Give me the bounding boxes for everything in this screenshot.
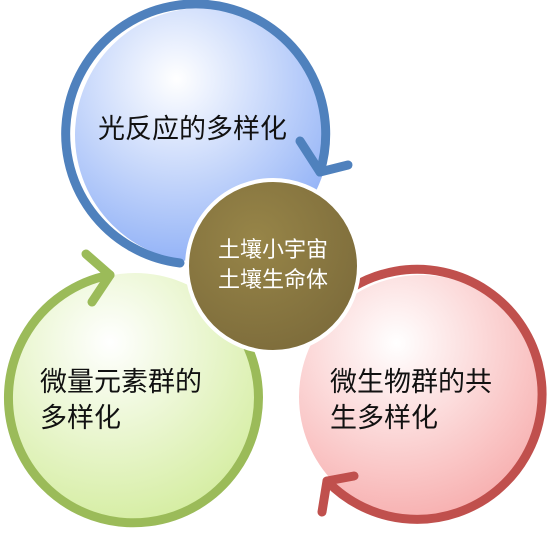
left-cycle-label-line1: 微量元素群的 xyxy=(40,367,202,398)
right-cycle-arrowhead xyxy=(317,471,359,517)
right-cycle xyxy=(299,264,547,524)
center-label-line1: 土壤小宇宙 xyxy=(217,238,328,263)
center-label-line2: 土壤生命体 xyxy=(217,268,328,293)
left-cycle-label-line2: 多样化 xyxy=(40,403,121,434)
left-cycle-disc xyxy=(11,273,259,521)
left-cycle-ring xyxy=(3,270,263,528)
top-cycle-ring xyxy=(61,0,331,268)
top-cycle-arrowhead xyxy=(295,136,353,177)
right-cycle-label-line1: 微生物群的共 xyxy=(330,367,492,398)
center-label: 土壤小宇宙 土壤生命体 xyxy=(198,236,348,296)
center-circle xyxy=(185,178,361,354)
right-cycle-ring xyxy=(322,264,547,524)
right-cycle-label-line2: 生多样化 xyxy=(330,403,438,434)
left-cycle-label: 微量元素群的 多样化 xyxy=(40,365,202,437)
left-cycle-arrowhead xyxy=(81,249,115,307)
right-cycle-disc xyxy=(299,275,543,519)
right-cycle-label: 微生物群的共 生多样化 xyxy=(330,365,492,437)
left-cycle xyxy=(3,249,263,528)
top-cycle-label: 光反应的多样化 xyxy=(98,114,287,145)
